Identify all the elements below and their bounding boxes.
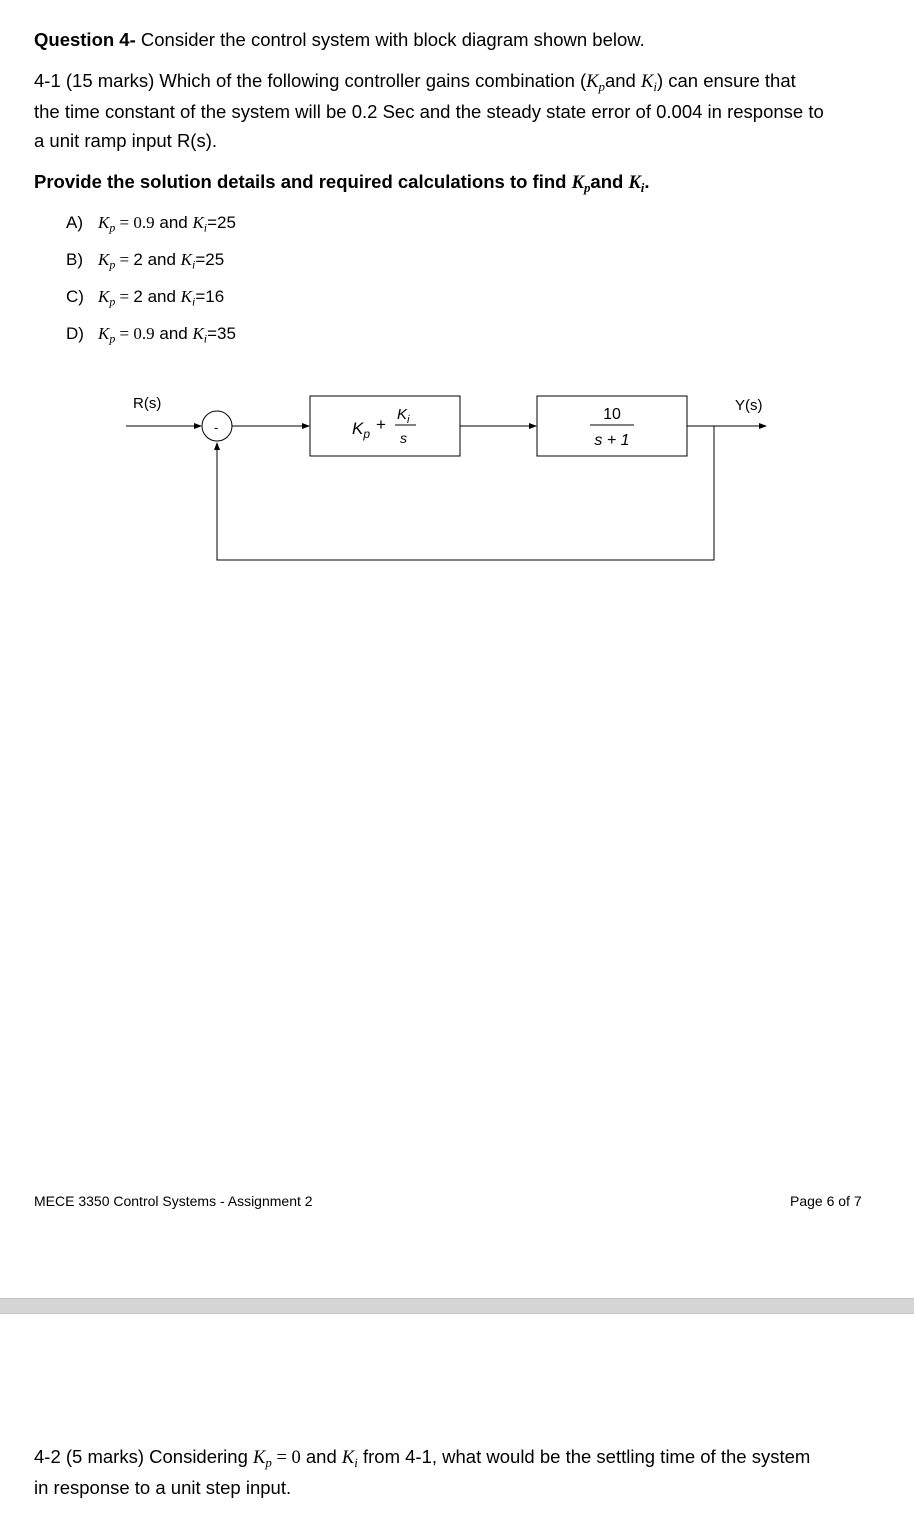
part-2-line-1-start: 4-2 (5 marks) Considering	[34, 1446, 253, 1467]
summing-sign: -	[214, 420, 218, 435]
ki-symbol: Ki	[180, 287, 196, 309]
option-letter: C)	[66, 287, 84, 306]
plant-denominator: s + 1	[594, 432, 629, 449]
kp-symbol: Kp	[98, 287, 116, 309]
plant-numerator: 10	[603, 406, 621, 423]
option-a: A) Kp = 0.9 and Ki=25	[66, 212, 236, 234]
ki-value: =16	[195, 287, 225, 306]
ki-symbol: Ki	[640, 72, 657, 94]
instruction-text: Provide the solution details and require…	[34, 171, 572, 192]
equals: =	[271, 1448, 292, 1468]
question-title: Question 4- Consider the control system …	[34, 25, 645, 54]
and-word: and	[142, 250, 181, 269]
option-letter: D)	[66, 324, 84, 343]
and-word: and	[590, 171, 629, 192]
ki-symbol: Ki	[192, 213, 208, 235]
option-d: D) Kp = 0.9 and Ki=35	[66, 323, 236, 345]
kp-value: 2	[133, 250, 143, 269]
kp-symbol: Kp	[253, 1448, 272, 1470]
part-1-line-1-end: ) can ensure that	[656, 70, 796, 91]
part-1-line-3: a unit ramp input R(s).	[34, 130, 218, 151]
and-word: and	[142, 287, 181, 306]
kp-symbol: Kp	[98, 213, 116, 235]
question-title-text: Consider the control system with block d…	[135, 29, 645, 50]
ki-symbol: Ki	[628, 173, 645, 195]
input-label: R(s)	[133, 395, 161, 412]
kp-value: 0.9	[133, 324, 155, 343]
ki-symbol: Ki	[192, 324, 208, 346]
part-2-line-1: 4-2 (5 marks) Considering Kp = 0 and Ki …	[34, 1442, 894, 1473]
controller-denominator: s	[400, 430, 407, 446]
option-c: C) Kp = 2 and Ki=16	[66, 286, 224, 308]
and-word: and	[604, 70, 641, 91]
equals: =	[115, 250, 134, 269]
instruction: Provide the solution details and require…	[34, 167, 650, 198]
part-1-text: 4-1 (15 marks) Which of the following co…	[34, 66, 884, 155]
kp-symbol: Kp	[98, 324, 116, 346]
option-letter: B)	[66, 250, 83, 269]
output-label: Y(s)	[735, 397, 763, 414]
kp-symbol: Kp	[571, 173, 591, 195]
block-diagram: R(s) - Kp + Ki s 10 s + 1 Y(s)	[126, 395, 767, 561]
and-word: and	[300, 1446, 342, 1467]
kp-symbol: Kp	[586, 72, 605, 94]
feedback-path	[214, 426, 715, 561]
equals: =	[115, 213, 134, 232]
part-2-line-1-end: from 4-1, what would be the settling tim…	[357, 1446, 811, 1467]
kp-value: 0.9	[133, 213, 155, 232]
plant-tf: 10 s + 1	[590, 406, 634, 449]
and-word: and	[154, 213, 193, 232]
ki-value: =25	[195, 250, 225, 269]
controller-plus: +	[376, 415, 386, 434]
controller-kp: Kp	[352, 419, 370, 441]
ki-symbol: Ki	[180, 250, 196, 272]
page-separator	[0, 1298, 914, 1314]
controller-tf: Kp + Ki s	[352, 406, 416, 446]
part-2-text: 4-2 (5 marks) Considering Kp = 0 and Ki …	[34, 1442, 894, 1502]
kp-symbol: Kp	[98, 250, 116, 272]
kp-value: 2	[133, 287, 143, 306]
controller-block	[309, 395, 461, 457]
footer-page-number: Page 6 of 7	[790, 1193, 862, 1209]
kp-value: 0	[291, 1448, 301, 1468]
ki-value: =25	[207, 213, 236, 232]
ki-symbol: Ki	[341, 1448, 358, 1470]
part-1-line-1-start: 4-1 (15 marks) Which of the following co…	[34, 70, 587, 91]
option-b: B) Kp = 2 and Ki=25	[66, 249, 224, 271]
and-word: and	[154, 324, 193, 343]
part-1-line-1: 4-1 (15 marks) Which of the following co…	[34, 66, 884, 97]
question-number: Question 4-	[34, 29, 136, 50]
equals: =	[115, 287, 134, 306]
option-letter: A)	[66, 213, 83, 232]
controller-numerator: Ki	[397, 406, 410, 426]
equals: =	[115, 324, 134, 343]
period: .	[644, 171, 650, 192]
ki-value: =35	[207, 324, 236, 343]
part-2-line-2: in response to a unit step input.	[34, 1477, 292, 1498]
part-1-line-2: the time constant of the system will be …	[34, 101, 824, 122]
footer-course: MECE 3350 Control Systems - Assignment 2	[34, 1193, 313, 1209]
